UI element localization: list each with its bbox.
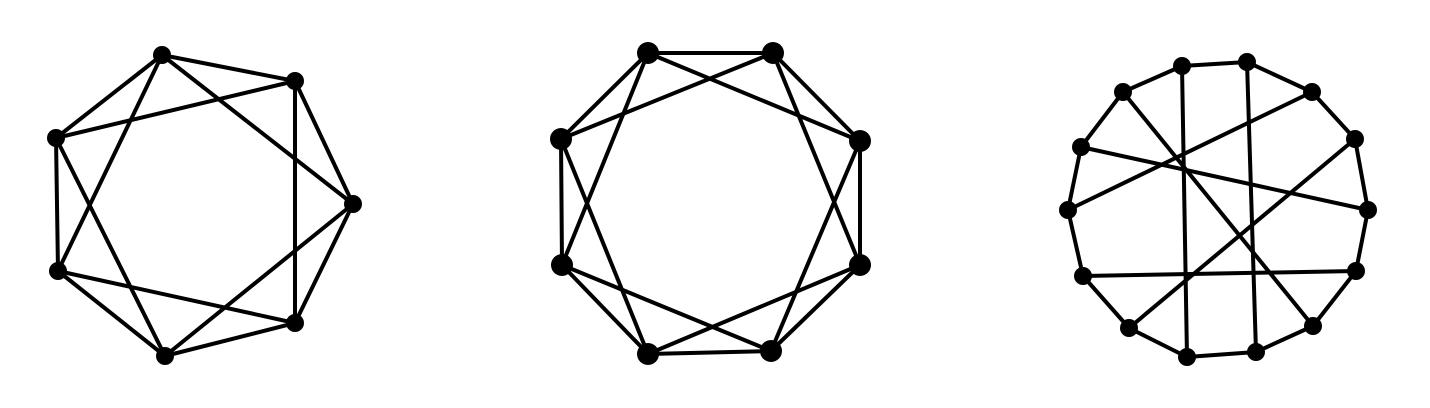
graph-node	[1347, 262, 1365, 280]
graph-node	[286, 314, 304, 332]
graph-node	[1247, 343, 1265, 361]
graph-edge	[769, 139, 862, 353]
graph-node	[47, 129, 65, 147]
graph-edge	[1066, 90, 1314, 212]
graph-edge	[160, 53, 355, 206]
graph-node	[286, 72, 304, 90]
graph-edge	[646, 349, 773, 356]
graph-edge	[1180, 64, 1189, 359]
graph-panel-14-nodes	[1059, 53, 1377, 366]
graph-edge	[1245, 60, 1314, 94]
graph-edge	[559, 137, 564, 267]
graph-edge	[160, 53, 297, 83]
graph-edge	[1066, 145, 1083, 212]
graph-node	[153, 46, 171, 64]
graph-node	[1059, 201, 1077, 219]
graph-edge	[54, 136, 167, 358]
graph-edge	[771, 51, 862, 267]
graph-edge	[1081, 274, 1131, 330]
graph-node	[344, 195, 362, 213]
graph-panel-7-nodes	[47, 46, 362, 365]
graph-edge	[1079, 90, 1125, 149]
graph-edge	[1121, 90, 1315, 328]
graph-edge	[56, 269, 167, 358]
graph-edge	[560, 263, 773, 353]
graph-node	[760, 340, 782, 362]
graph-edge	[1066, 208, 1085, 278]
graph-node	[49, 262, 67, 280]
graph-node	[1303, 83, 1321, 101]
graph-edge	[560, 263, 650, 356]
graph-edge	[1354, 208, 1370, 273]
graph-node	[1304, 317, 1322, 335]
graph-node	[1238, 53, 1256, 71]
graph-edge	[54, 53, 164, 140]
graph-edge	[56, 53, 164, 273]
graph-node	[1173, 57, 1191, 75]
graph-edge	[1311, 269, 1358, 328]
graph-edge	[646, 51, 862, 143]
graph-edge	[54, 136, 60, 273]
graph-edge	[293, 202, 355, 325]
graph-edge	[1079, 145, 1370, 212]
graph-node	[849, 130, 871, 152]
graph-edge	[559, 137, 650, 356]
graph-edge	[1185, 350, 1258, 359]
graph-edge	[1081, 269, 1358, 278]
graph-edge	[163, 321, 297, 358]
graph-edge	[293, 79, 355, 206]
graph-node	[762, 42, 784, 64]
graph-edge	[646, 263, 862, 356]
graph-panel-8-nodes	[550, 42, 871, 365]
graph-node	[551, 254, 573, 276]
graph-edge	[1254, 324, 1315, 354]
graph-edge	[56, 269, 297, 325]
graph-node	[1120, 319, 1138, 337]
graph-node	[1178, 348, 1196, 366]
graph-edge	[163, 202, 355, 358]
graph-node	[1346, 130, 1364, 148]
graph-edge	[1127, 326, 1189, 359]
graph-node	[1072, 138, 1090, 156]
graph-edge	[1353, 137, 1370, 212]
graph-edge	[769, 263, 862, 353]
graph-edge	[54, 79, 297, 140]
graph-edge	[771, 51, 862, 143]
graph-edge	[1245, 60, 1258, 354]
graph-node	[849, 254, 871, 276]
graph-node	[550, 128, 572, 150]
graph-edge	[559, 51, 650, 141]
graph-edge	[1121, 64, 1184, 94]
graph-edge	[1180, 60, 1249, 68]
graph-edge	[559, 51, 775, 141]
graph-node	[1074, 267, 1092, 285]
graph-node	[637, 343, 659, 365]
graph-node	[637, 42, 659, 64]
graph-edge	[1310, 90, 1357, 141]
graph-edge	[1127, 137, 1357, 330]
graph-edge	[560, 51, 650, 267]
graph-node	[1359, 201, 1377, 219]
graph-node	[1114, 83, 1132, 101]
graph-node	[156, 347, 174, 365]
